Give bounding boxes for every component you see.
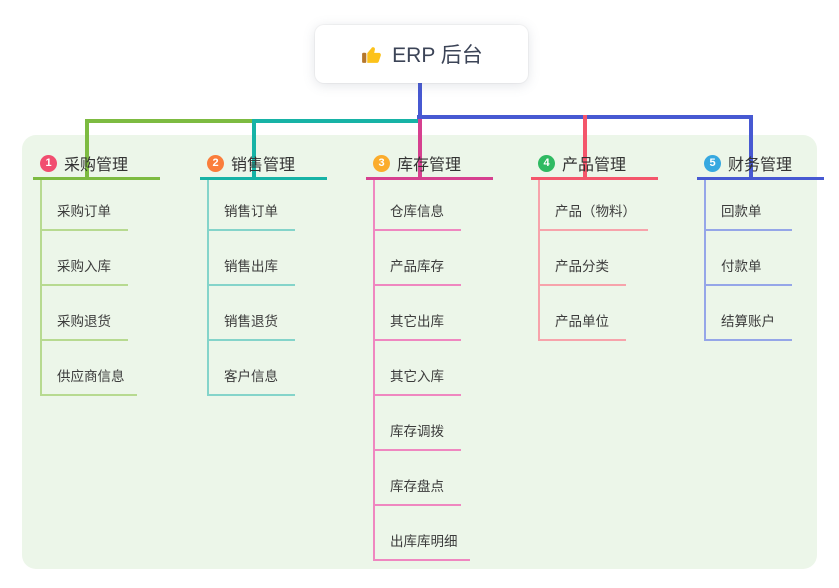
node-receipt-doc[interactable]: 回款单 [704,176,792,231]
branch-stub-line-procurement [85,119,89,180]
node-other-inbound[interactable]: 其它入库 [373,341,461,396]
connector-rail-teal-segment [252,119,420,123]
node-sales-return[interactable]: 销售退货 [207,286,295,341]
branch-children: 销售订单 销售出库 销售退货 客户信息 [207,176,295,396]
branch-trunk-line [40,180,42,396]
branch-header-finance[interactable]: 5 财务管理 [697,149,824,180]
branch-product: 4 产品管理 产品（物料） 产品分类 产品单位 [531,0,681,588]
node-product-unit[interactable]: 产品单位 [538,286,626,341]
node-outbound-detail[interactable]: 出库库明细 [373,506,470,561]
branch-header-procurement[interactable]: 1 采购管理 [33,149,160,180]
branch-header-inventory[interactable]: 3 库存管理 [366,149,493,180]
branch-stub-line-finance [749,115,753,180]
node-stock-transfer[interactable]: 库存调拨 [373,396,461,451]
branch-title: 产品管理 [562,157,627,174]
branch-trunk-line [373,180,375,561]
branch-trunk-line [538,180,540,341]
branch-trunk-line [207,180,209,396]
branches-background-panel [22,135,817,569]
branch-finance: 5 财务管理 回款单 付款单 结算账户 [697,0,839,588]
branch-number-badge: 1 [40,154,57,172]
branch-title: 采购管理 [64,157,129,174]
branch-header-product[interactable]: 4 产品管理 [531,149,658,180]
node-purchase-inbound[interactable]: 采购入库 [40,231,128,286]
branch-stub-line-sales [252,119,256,180]
branch-trunk-line [704,180,706,341]
node-supplier-info[interactable]: 供应商信息 [40,341,137,396]
branch-number-badge: 4 [538,154,555,172]
connector-rail-green-segment [85,119,254,123]
node-stock-check[interactable]: 库存盘点 [373,451,461,506]
node-payment-doc[interactable]: 付款单 [704,231,792,286]
node-product-material[interactable]: 产品（物料） [538,176,648,231]
node-other-outbound[interactable]: 其它出库 [373,286,461,341]
branch-stub-line-inventory [418,119,422,180]
branch-children: 采购订单 采购入库 采购退货 供应商信息 [40,176,137,396]
branch-procurement: 1 采购管理 采购订单 采购入库 采购退货 供应商信息 [33,0,183,588]
node-warehouse-info[interactable]: 仓库信息 [373,176,461,231]
branch-header-sales[interactable]: 2 销售管理 [200,149,327,180]
branch-sales: 2 销售管理 销售订单 销售出库 销售退货 客户信息 [200,0,350,588]
branch-children: 仓库信息 产品库存 其它出库 其它入库 库存调拨 库存盘点 出库库明细 [373,176,470,561]
root-title: ERP 后台 [392,44,483,67]
branch-title: 财务管理 [728,157,793,174]
node-customer-info[interactable]: 客户信息 [207,341,295,396]
branch-number-badge: 2 [207,154,224,172]
node-sales-outbound[interactable]: 销售出库 [207,231,295,286]
root-connector-line [418,83,422,119]
branch-number-badge: 3 [373,154,390,172]
node-sales-order[interactable]: 销售订单 [207,176,295,231]
node-product-category[interactable]: 产品分类 [538,231,626,286]
branch-title: 销售管理 [231,157,296,174]
branch-title: 库存管理 [397,157,462,174]
node-settlement-account[interactable]: 结算账户 [704,286,792,341]
branch-children: 回款单 付款单 结算账户 [704,176,792,341]
branch-stub-line-product [583,115,587,180]
node-purchase-order[interactable]: 采购订单 [40,176,128,231]
branch-children: 产品（物料） 产品分类 产品单位 [538,176,648,341]
thumbs-up-icon [360,43,383,66]
node-product-stock[interactable]: 产品库存 [373,231,461,286]
branch-number-badge: 5 [704,154,721,172]
root-node[interactable]: ERP 后台 [315,25,528,83]
node-purchase-return[interactable]: 采购退货 [40,286,128,341]
branch-inventory: 3 库存管理 仓库信息 产品库存 其它出库 其它入库 库存调拨 库存盘点 出库库… [366,0,516,588]
